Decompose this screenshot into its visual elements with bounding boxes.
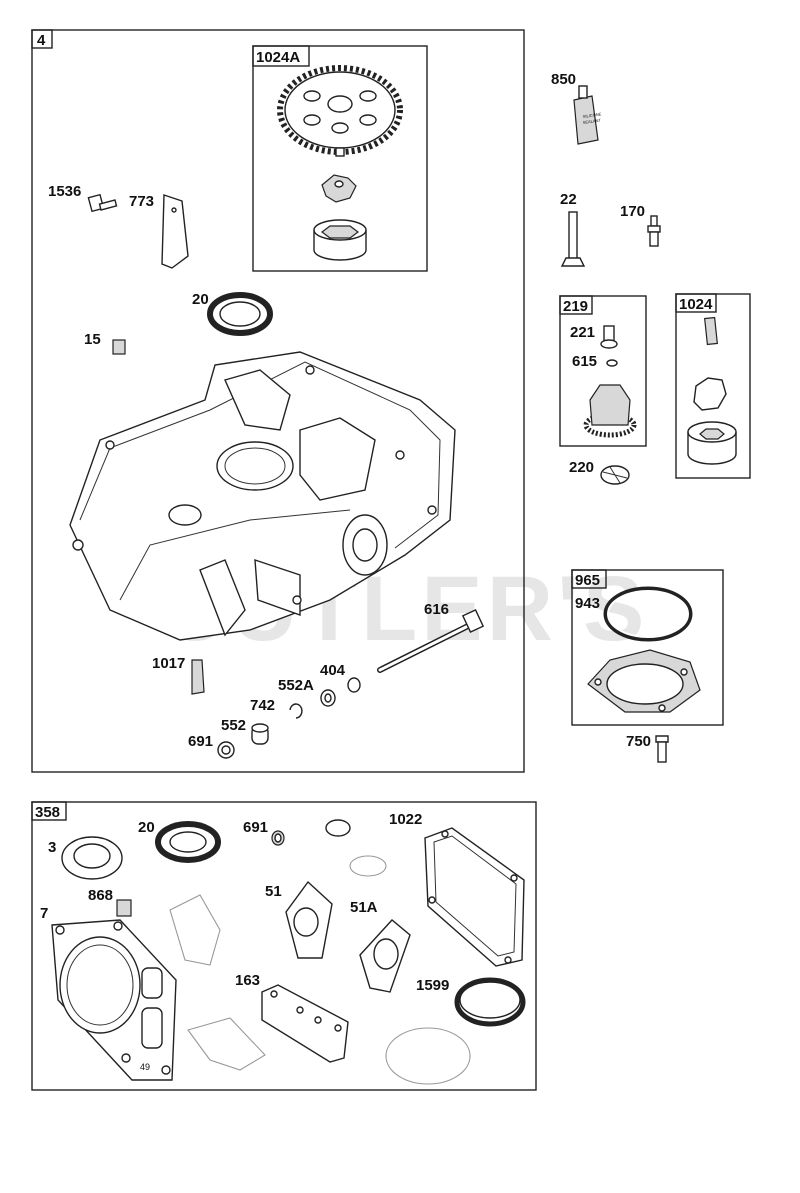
label-170: 170 bbox=[620, 203, 645, 220]
kit-label-868: 868 bbox=[88, 887, 113, 904]
label-1536: 1536 bbox=[48, 183, 81, 200]
bolt-22 bbox=[560, 211, 586, 267]
plug-15 bbox=[112, 339, 126, 355]
seal-691 bbox=[217, 741, 235, 759]
group-1024A-tag-box bbox=[252, 45, 310, 67]
part-1017 bbox=[191, 659, 205, 695]
oil-seal-20 bbox=[207, 292, 273, 336]
label-750: 750 bbox=[626, 733, 651, 750]
group-358-tag: 358 bbox=[35, 804, 60, 821]
head-gasket-7: 49 bbox=[51, 919, 177, 1081]
gasket-ring-light bbox=[349, 855, 387, 877]
group-4-tag-box bbox=[31, 29, 53, 49]
gasket-light-left bbox=[169, 894, 221, 966]
housing-1024 bbox=[687, 421, 737, 465]
label-615: 615 bbox=[572, 353, 597, 370]
kit-label-163: 163 bbox=[235, 972, 260, 989]
label-742: 742 bbox=[250, 697, 275, 714]
group-4-tag: 4 bbox=[37, 32, 46, 49]
governor-cup-221 bbox=[600, 325, 618, 349]
o-ring-small bbox=[325, 819, 351, 837]
group-219-tag: 219 bbox=[563, 298, 588, 315]
seal-20-kit bbox=[155, 821, 221, 863]
washer-615 bbox=[606, 359, 618, 367]
seal-691-kit bbox=[271, 830, 285, 846]
oil-pump-housing bbox=[313, 219, 367, 261]
ring-1599 bbox=[454, 977, 526, 1027]
rotor-1024 bbox=[693, 377, 727, 411]
plate-773 bbox=[161, 194, 189, 269]
group-4-frame bbox=[31, 29, 525, 773]
o-ring-943 bbox=[603, 586, 693, 642]
group-965-tag-box bbox=[571, 569, 607, 589]
label-404: 404 bbox=[320, 662, 346, 679]
seal-868 bbox=[116, 899, 132, 917]
kit-label-7: 7 bbox=[40, 905, 48, 922]
group-219-frame bbox=[559, 295, 647, 447]
label-773: 773 bbox=[129, 193, 154, 210]
label-20: 20 bbox=[192, 291, 209, 308]
svg-text:SEALANT: SEALANT bbox=[582, 117, 601, 125]
kit-label-20: 20 bbox=[138, 819, 155, 836]
label-221: 221 bbox=[570, 324, 595, 341]
governor-gear bbox=[583, 384, 637, 438]
label-552: 552 bbox=[221, 717, 246, 734]
kit-label-51: 51 bbox=[265, 883, 282, 900]
group-219-tag-box bbox=[559, 295, 593, 315]
label-552A: 552A bbox=[278, 677, 314, 694]
bushing-552 bbox=[251, 723, 269, 745]
kit-label-3: 3 bbox=[48, 839, 56, 856]
gasket-965 bbox=[587, 649, 701, 713]
group-965-frame bbox=[571, 569, 724, 726]
gasket-163 bbox=[261, 984, 349, 1063]
svg-text:49: 49 bbox=[140, 1062, 150, 1072]
group-1024-tag: 1024 bbox=[679, 296, 713, 313]
engine-sump bbox=[69, 351, 456, 641]
label-1017: 1017 bbox=[152, 655, 185, 672]
washer-404 bbox=[347, 677, 361, 693]
label-616: 616 bbox=[424, 601, 449, 618]
bushing-552A bbox=[320, 689, 336, 707]
label-15: 15 bbox=[84, 331, 101, 348]
group-358-frame bbox=[31, 801, 537, 1091]
governor-shaft-616 bbox=[377, 608, 485, 673]
label-691: 691 bbox=[188, 733, 213, 750]
group-358-tag-box bbox=[31, 801, 67, 821]
oil-pump-gear bbox=[277, 65, 403, 157]
gasket-51 bbox=[285, 880, 333, 959]
clip-742 bbox=[289, 703, 303, 719]
bolt-1536 bbox=[87, 193, 118, 213]
svg-text:SILICONE: SILICONE bbox=[582, 111, 602, 119]
label-22: 22 bbox=[560, 191, 577, 208]
kit-label-51A: 51A bbox=[350, 899, 378, 916]
kit-label-691: 691 bbox=[243, 819, 268, 836]
seal-3 bbox=[61, 836, 123, 880]
gasket-51A bbox=[359, 919, 411, 993]
screw-750 bbox=[655, 735, 669, 763]
group-1024-tag-box bbox=[675, 293, 717, 313]
kit-label-1599: 1599 bbox=[416, 977, 449, 994]
o-ring-large-light bbox=[385, 1027, 471, 1085]
sealant-tube-850: SILICONE SEALANT bbox=[573, 85, 602, 145]
cover-gasket-1022 bbox=[424, 827, 525, 967]
shaft-1024 bbox=[704, 316, 718, 346]
group-965-tag: 965 bbox=[575, 572, 600, 589]
kit-label-1022: 1022 bbox=[389, 811, 422, 828]
label-943: 943 bbox=[575, 595, 600, 612]
label-220: 220 bbox=[569, 459, 594, 476]
stud-170 bbox=[647, 215, 661, 247]
label-850: 850 bbox=[551, 71, 576, 88]
gasket-light-mid bbox=[187, 1017, 266, 1071]
group-1024A-frame bbox=[252, 45, 428, 272]
group-1024A-tag: 1024A bbox=[256, 49, 300, 66]
washer-220 bbox=[600, 465, 630, 485]
oil-pump-rotor bbox=[321, 174, 357, 203]
